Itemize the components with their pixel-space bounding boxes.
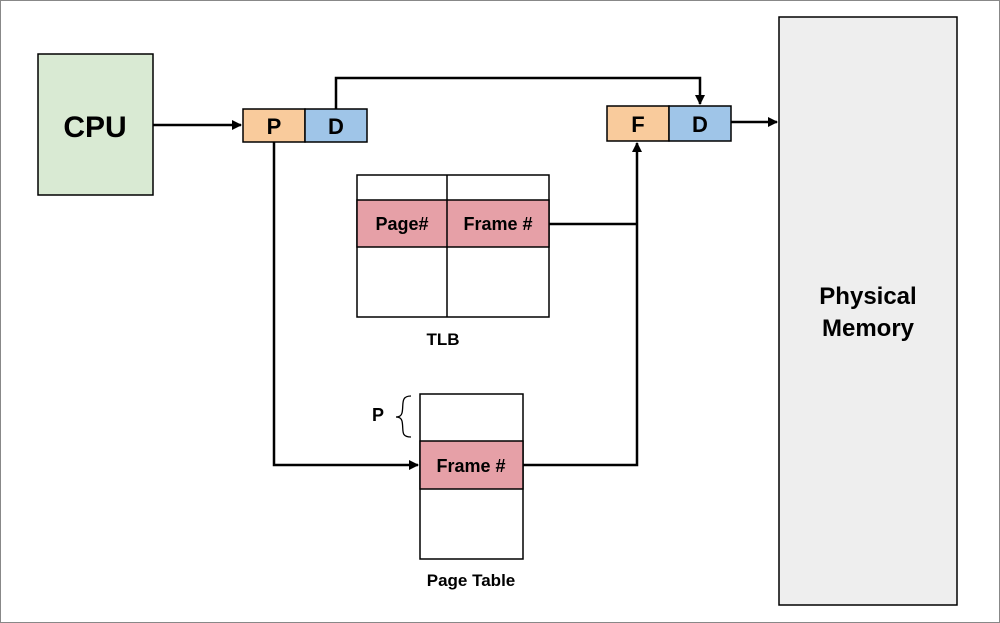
tlb-table: Page# Frame # TLB: [356, 174, 550, 349]
physical-frame-label: F: [631, 112, 644, 137]
physical-frame-cell: [606, 105, 670, 142]
logical-offset-label: D: [328, 114, 344, 139]
logical-page-label: P: [267, 114, 282, 139]
connectors: [153, 76, 778, 470]
physical-address: F D: [606, 105, 732, 142]
page-index-brace: [395, 395, 412, 438]
page-table-caption: Page Table: [427, 571, 516, 590]
memory-label-line2: Memory: [822, 315, 915, 342]
cpu-label: CPU: [63, 111, 126, 144]
memory-label-line1: Physical: [819, 283, 916, 310]
page-table-entry-row: [419, 440, 524, 490]
physical-memory: Physical Memory: [778, 16, 958, 606]
logical-offset-cell: [304, 108, 368, 143]
tlb-page-header: Page#: [375, 214, 428, 234]
page-table-index-label: P: [372, 405, 384, 425]
page-table: Frame # Page Table P: [372, 393, 524, 590]
table-to-frame-arrow: [523, 142, 642, 467]
logical-address: P D: [242, 108, 368, 143]
page-to-table-arrow: [272, 142, 419, 470]
physical-offset-cell: [668, 105, 732, 142]
physical-offset-label: D: [692, 112, 708, 137]
offset-bypass-arrow: [334, 76, 705, 109]
cpu-box: CPU: [37, 53, 154, 196]
tlb-frame-header: Frame #: [463, 214, 532, 234]
tlb-caption: TLB: [426, 330, 459, 349]
tlb-highlight-row: [356, 199, 550, 248]
page-table-entry-label: Frame #: [436, 456, 505, 476]
